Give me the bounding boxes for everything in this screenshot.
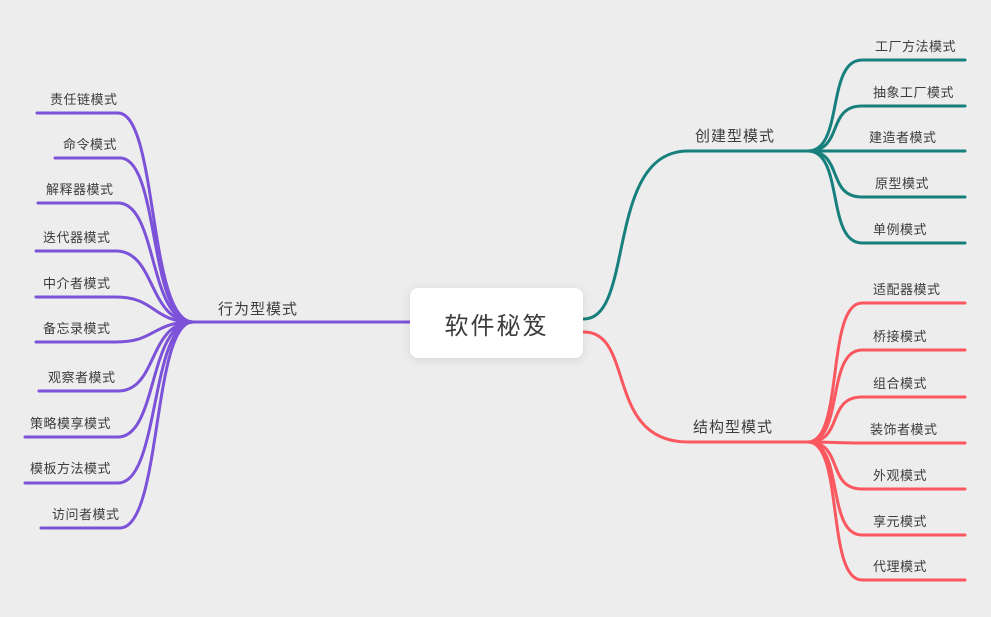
edge-structural-1 [806,348,967,444]
leaf-behavioral-9[interactable]: 访问者模式 [52,507,120,522]
leaf-behavioral-0[interactable]: 责任链模式 [50,92,118,107]
edge-structural-main [582,330,810,444]
edge-structural-0 [806,301,967,444]
leaf-structural-4[interactable]: 外观模式 [873,468,928,483]
branch-behavioral-label[interactable]: 行为型模式 [218,301,299,318]
leaf-structural-1[interactable]: 桥接模式 [873,329,928,344]
leaf-creational-2[interactable]: 建造者模式 [869,130,937,145]
edge-behavioral-7 [23,320,195,439]
edge-creational-main [582,149,810,321]
leaf-behavioral-5[interactable]: 备忘录模式 [43,321,111,336]
leaf-behavioral-8[interactable]: 模板方法模式 [30,461,112,476]
leaf-creational-4[interactable]: 单例模式 [873,222,928,237]
leaf-structural-2[interactable]: 组合模式 [873,376,928,391]
leaf-behavioral-1[interactable]: 命令模式 [63,137,118,152]
leaf-structural-3[interactable]: 装饰者模式 [870,422,938,437]
edge-creational-1 [806,104,967,153]
edge-behavioral-0 [35,111,195,324]
leaf-behavioral-3[interactable]: 迭代器模式 [43,230,111,245]
leaf-creational-3[interactable]: 原型模式 [875,176,930,191]
leaf-creational-0[interactable]: 工厂方法模式 [875,39,957,54]
edge-structural-6 [806,440,967,582]
leaf-behavioral-6[interactable]: 观察者模式 [48,370,116,385]
branch-creational-label[interactable]: 创建型模式 [695,128,776,145]
root-node[interactable]: 软件秘笈 [410,288,583,358]
edge-behavioral-8 [23,320,195,485]
edge-structural-3 [806,440,967,445]
edge-behavioral-1 [53,156,195,324]
edge-structural-2 [806,395,967,444]
leaf-creational-1[interactable]: 抽象工厂模式 [873,85,955,100]
leaf-behavioral-7[interactable]: 策略模享模式 [30,416,112,431]
edge-creational-4 [806,149,967,245]
leaf-behavioral-4[interactable]: 中介者模式 [43,276,111,291]
branch-structural-label[interactable]: 结构型模式 [693,419,774,436]
leaf-structural-5[interactable]: 享元模式 [873,514,928,529]
edge-behavioral-4 [34,295,195,324]
edge-creational-0 [806,58,967,153]
edge-behavioral-3 [34,249,195,324]
leaf-structural-6[interactable]: 代理模式 [873,559,928,574]
root-node-label: 软件秘笈 [444,312,549,340]
edge-behavioral-9 [39,320,195,530]
leaf-structural-0[interactable]: 适配器模式 [873,282,941,297]
edge-behavioral-2 [36,201,195,324]
leaf-behavioral-2[interactable]: 解释器模式 [46,182,114,197]
